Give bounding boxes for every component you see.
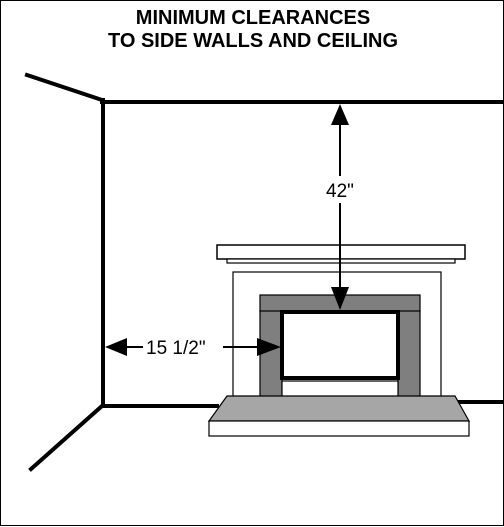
side-wall-clearance-dimension: 15 1/2" bbox=[105, 338, 281, 359]
room-walls bbox=[24, 72, 504, 472]
title-line-1: MINIMUM CLEARANCES bbox=[135, 7, 371, 29]
title-line-2: TO SIDE WALLS AND CEILING bbox=[107, 30, 398, 52]
firebox-opening bbox=[280, 310, 400, 380]
firebox-base bbox=[281, 380, 399, 398]
ceiling-clearance-dimension: 42" bbox=[326, 104, 354, 310]
firebox-frame bbox=[259, 294, 421, 398]
hearth-front-edge bbox=[208, 420, 470, 437]
arrow-right-icon bbox=[257, 338, 281, 356]
lower-left-floor-edge bbox=[28, 403, 105, 472]
upper-left-wall-edge bbox=[24, 72, 105, 103]
arrow-down-icon bbox=[331, 287, 349, 310]
diagram-title: MINIMUM CLEARANCES TO SIDE WALLS AND CEI… bbox=[1, 7, 504, 53]
hearth-top bbox=[207, 395, 471, 422]
ceiling-clearance-label: 42" bbox=[326, 181, 354, 202]
arrow-left-icon bbox=[105, 338, 127, 356]
firebox-frame-right bbox=[397, 310, 421, 398]
arrow-up-icon bbox=[331, 104, 349, 125]
side-wall-clearance-label: 15 1/2" bbox=[146, 338, 206, 359]
firebox-frame-left bbox=[259, 310, 283, 398]
hearth bbox=[207, 395, 471, 437]
